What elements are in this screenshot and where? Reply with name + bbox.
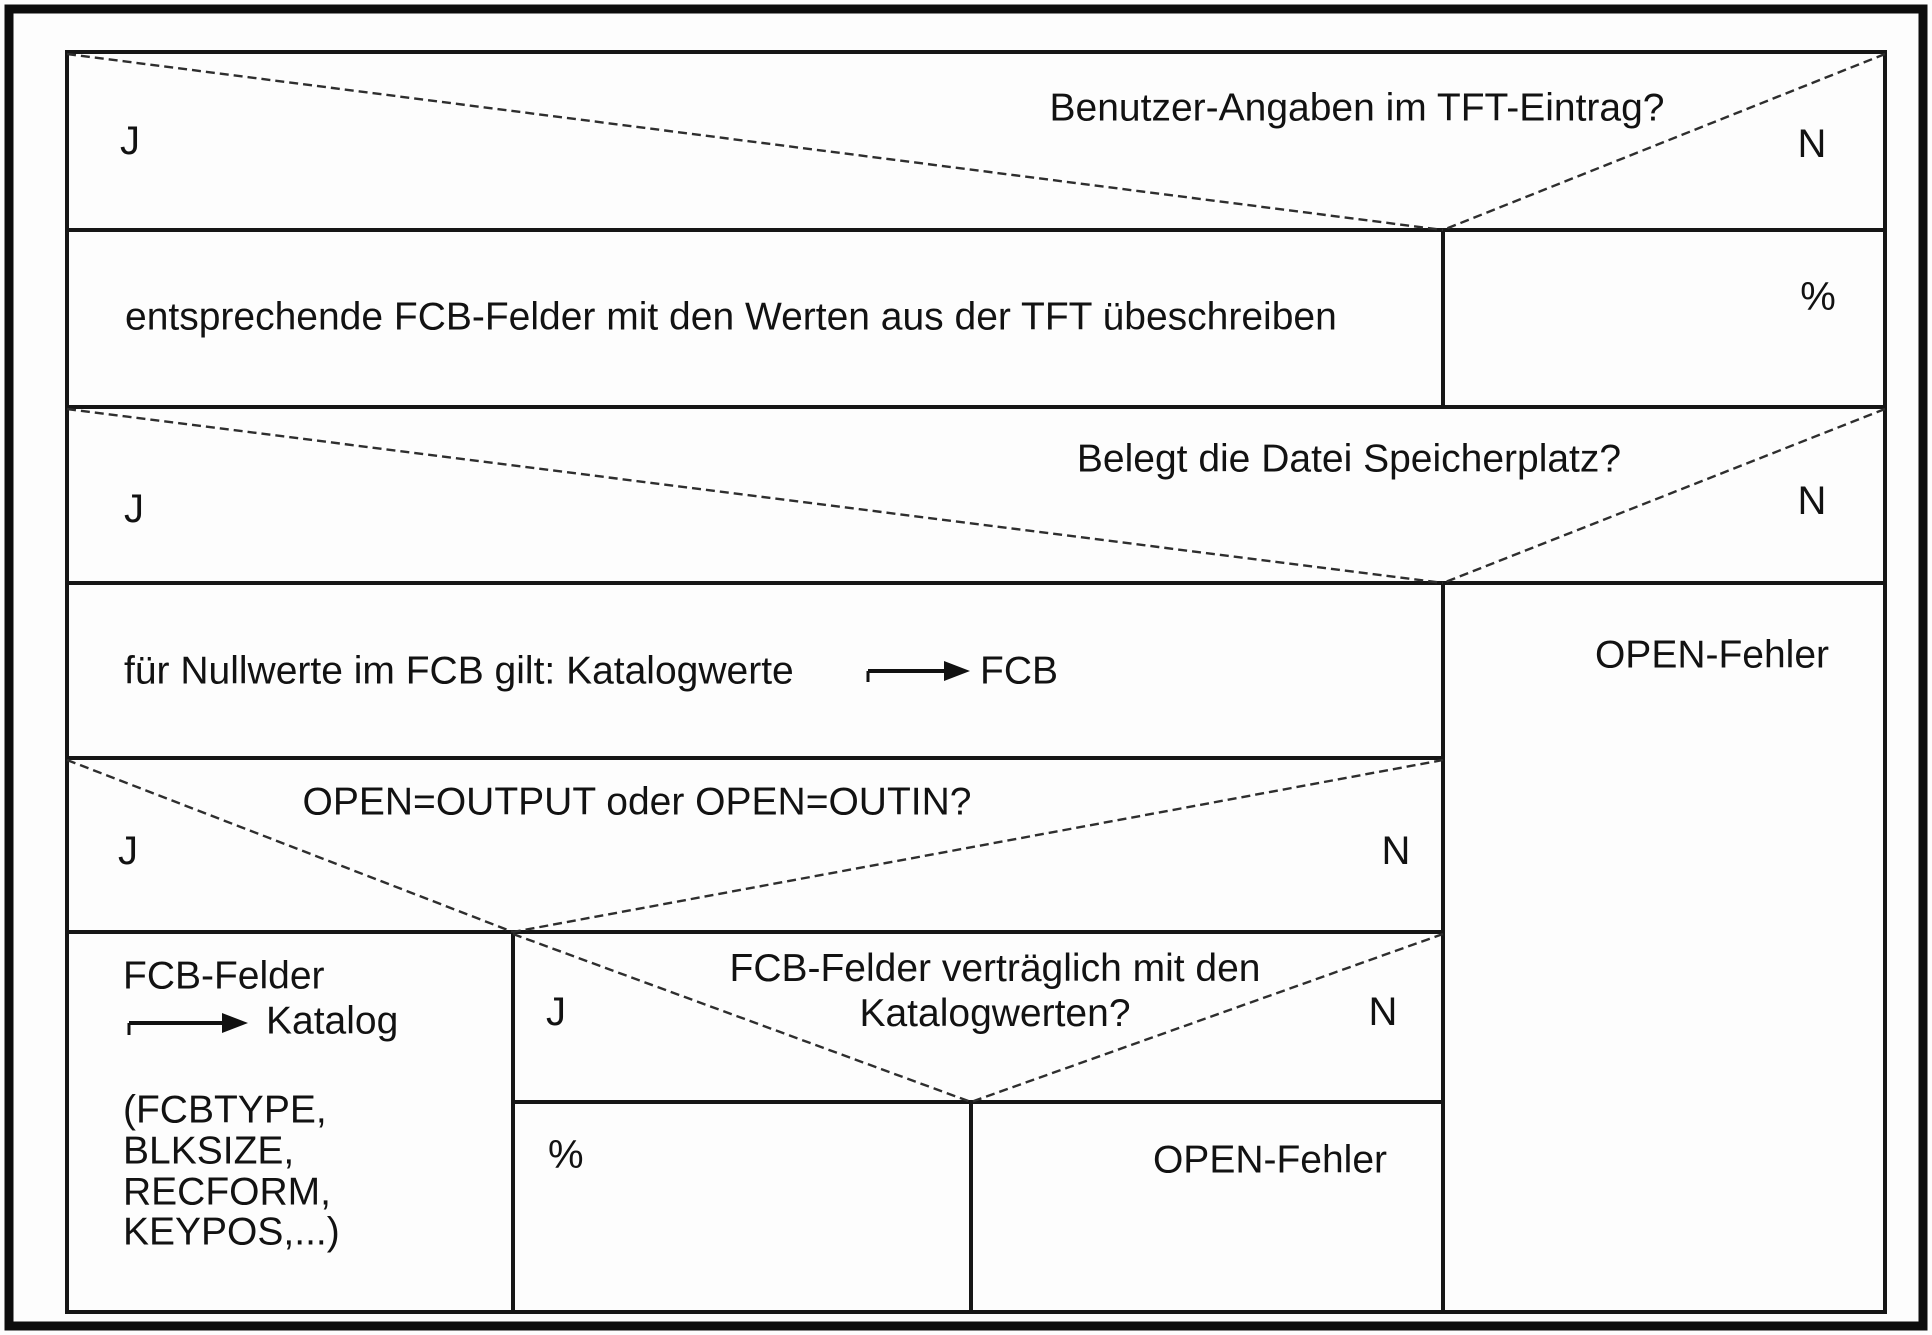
decision-compatible-question: FCB-Felder verträglich mit den Katalogwe… [730, 946, 1261, 1036]
decision-space-question: Belegt die Datei Speicherplatz? [1076, 437, 1622, 481]
decision-space-yes-label: J [124, 487, 144, 531]
decision-compatible-yes-label: J [546, 990, 566, 1034]
open-error-bottom-cell: OPEN-Fehler [1152, 1138, 1388, 1182]
open-error-right-cell: OPEN-Fehler [1594, 633, 1830, 677]
action-nullwerte-text: für Nullwerte im FCB gilt: Katalogwerte [124, 649, 794, 693]
decision-open-mode-no-label: N [1381, 829, 1411, 873]
decision-space-no-label: N [1797, 479, 1827, 523]
action-nullwerte-target: FCB [980, 649, 1058, 693]
vertical-dividers [511, 230, 1445, 1312]
fcb-param-fcbtype: (FCBTYPE, [123, 1088, 327, 1132]
decision-open-mode-question: OPEN=OUTPUT oder OPEN=OUTIN? [302, 780, 972, 824]
action-overwrite-fcb-fields: entsprechende FCB-Felder mit den Werten … [125, 295, 1337, 339]
decision-diagonals [66, 52, 1886, 1104]
decision-open-mode-yes-label: J [118, 829, 138, 873]
fcb-to-katalog-target: Katalog [266, 999, 399, 1043]
decision-compatible-question-line2: Katalogwerten? [859, 992, 1131, 1035]
arrow-right-icon [127, 1013, 248, 1035]
decision-tft-yes-label: J [120, 119, 140, 163]
decision-compatible-question-line1: FCB-Felder verträglich mit den [729, 947, 1261, 990]
decision-tft-question: Benutzer-Angaben im TFT-Eintrag? [1049, 86, 1665, 130]
fcb-param-keypos: KEYPOS,...) [123, 1210, 340, 1254]
outer-frame [4, 4, 1928, 1331]
horizontal-dividers [67, 228, 1885, 1104]
percent-cell-compatible-yes: % [548, 1133, 584, 1177]
percent-cell-tft-no: % [1800, 275, 1836, 319]
diagram-border [65, 50, 1887, 1314]
decision-compatible-no-label: N [1368, 990, 1398, 1034]
fcb-param-blksize: BLKSIZE, [123, 1129, 295, 1173]
arrow-right-icon [866, 661, 970, 682]
decision-tft-no-label: N [1797, 122, 1827, 166]
fcb-param-recform: RECFORM, [123, 1170, 331, 1214]
fcb-to-katalog-source: FCB-Felder [123, 954, 325, 998]
